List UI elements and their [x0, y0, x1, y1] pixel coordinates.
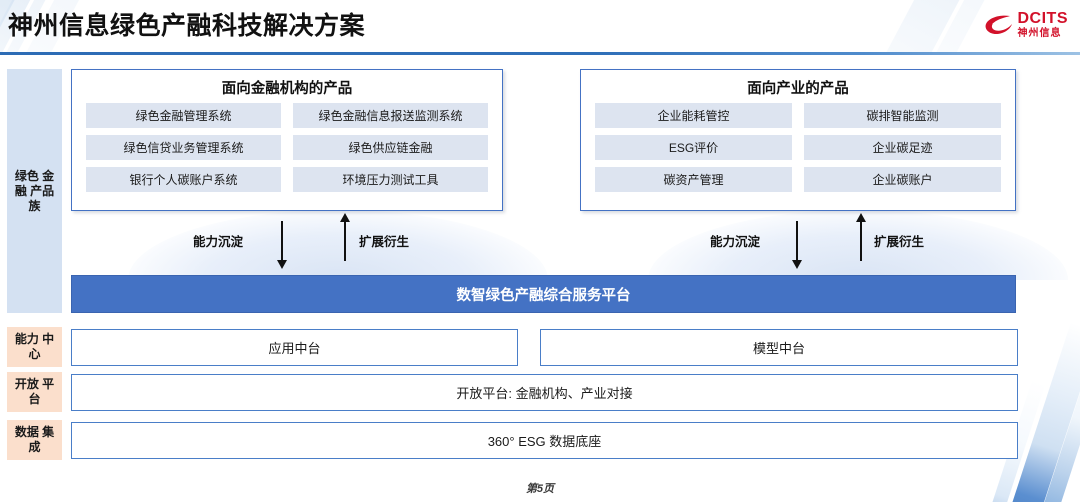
platform-bar-label: 数智绿色产融综合服务平台 — [456, 287, 631, 304]
slide-header — [0, 0, 1080, 52]
ribbon-band — [1038, 346, 1080, 502]
arrow-down-icon-left — [277, 221, 287, 269]
sidebar-item-label: 绿色 金融 产品 族 — [14, 168, 55, 213]
sidebar-item-capability-center[interactable]: 能力 中心 — [7, 327, 62, 367]
product-chip[interactable]: 环境压力测试工具 — [293, 167, 488, 192]
layer-box-data-foundation[interactable]: 360° ESG 数据底座 — [71, 422, 1018, 459]
arrow-up-icon-left — [340, 213, 350, 261]
layer-box-label: 应用中台 — [268, 341, 321, 356]
platform-bar[interactable]: 数智绿色产融综合服务平台 — [71, 275, 1016, 313]
product-chip[interactable]: 企业能耗管控 — [595, 103, 792, 128]
arrow-head — [792, 260, 802, 269]
sidebar-item-label: 开放 平台 — [14, 377, 55, 406]
arrow-head — [340, 213, 350, 222]
product-grid: 企业能耗管控 碳排智能监测 ESG评价 企业碳足迹 碳资产管理 企业碳账户 — [595, 103, 1001, 192]
logo-text-en: DCITS — [1017, 10, 1068, 27]
arc-decoration-left — [128, 210, 548, 280]
product-chip[interactable]: 银行个人碳账户系统 — [86, 167, 281, 192]
product-chip[interactable]: 企业碳账户 — [804, 167, 1001, 192]
product-chip[interactable]: 企业碳足迹 — [804, 135, 1001, 160]
product-chip[interactable]: 碳资产管理 — [595, 167, 792, 192]
arrow-head — [277, 260, 287, 269]
company-logo: DCITS 神州信息 — [983, 8, 1069, 42]
layer-box-label: 模型中台 — [752, 341, 805, 356]
logo-text-cn: 神州信息 — [1017, 28, 1062, 39]
layer-box-label: 开放平台: 金融机构、产业对接 — [456, 386, 633, 401]
flow-label-expansion-derivation-right: 扩展衍生 — [874, 235, 925, 249]
panel-for-industry: 面向产业的产品 企业能耗管控 碳排智能监测 ESG评价 企业碳足迹 碳资产管理 … — [580, 69, 1016, 211]
product-chip[interactable]: ESG评价 — [595, 135, 792, 160]
product-chip[interactable]: 绿色金融信息报送监测系统 — [293, 103, 488, 128]
flow-label-expansion-derivation-left: 扩展衍生 — [359, 235, 410, 249]
dcits-swirl-icon — [983, 13, 1013, 37]
arrow-down-icon-right — [792, 221, 802, 269]
sidebar-item-green-finance-family[interactable]: 绿色 金融 产品 族 — [7, 69, 62, 313]
panel-for-financial-institutions: 面向金融机构的产品 绿色金融管理系统 绿色金融信息报送监测系统 绿色信贷业务管理… — [71, 69, 503, 211]
sidebar-item-label: 数据 集成 — [14, 425, 55, 454]
flow-label-capability-precipitation-right: 能力沉淀 — [710, 235, 761, 249]
title-divider — [0, 52, 1080, 55]
product-chip[interactable]: 碳排智能监测 — [804, 103, 1001, 128]
layer-box-model-middle-platform[interactable]: 模型中台 — [540, 329, 1018, 366]
layer-box-application-middle-platform[interactable]: 应用中台 — [71, 329, 518, 366]
panel-title: 面向金融机构的产品 — [221, 81, 353, 97]
panel-title: 面向产业的产品 — [747, 81, 849, 97]
flow-label-capability-precipitation-left: 能力沉淀 — [193, 235, 244, 249]
layer-box-label: 360° ESG 数据底座 — [487, 434, 602, 449]
page-title: 神州信息绿色产融科技解决方案 — [8, 12, 366, 40]
product-grid: 绿色金融管理系统 绿色金融信息报送监测系统 绿色信贷业务管理系统 绿色供应链金融… — [86, 103, 488, 192]
product-chip[interactable]: 绿色信贷业务管理系统 — [86, 135, 281, 160]
layer-box-open-platform[interactable]: 开放平台: 金融机构、产业对接 — [71, 374, 1018, 411]
sidebar-item-data-integration[interactable]: 数据 集成 — [7, 420, 62, 460]
arrow-up-icon-right — [856, 213, 866, 261]
sidebar-item-label: 能力 中心 — [14, 332, 55, 361]
product-chip[interactable]: 绿色金融管理系统 — [86, 103, 281, 128]
sidebar-item-open-platform[interactable]: 开放 平台 — [7, 372, 62, 412]
product-chip[interactable]: 绿色供应链金融 — [293, 135, 488, 160]
page-number: 第5页 — [525, 483, 555, 495]
logo-wordmark: DCITS 神州信息 — [1018, 11, 1069, 39]
arrow-head — [856, 213, 866, 222]
